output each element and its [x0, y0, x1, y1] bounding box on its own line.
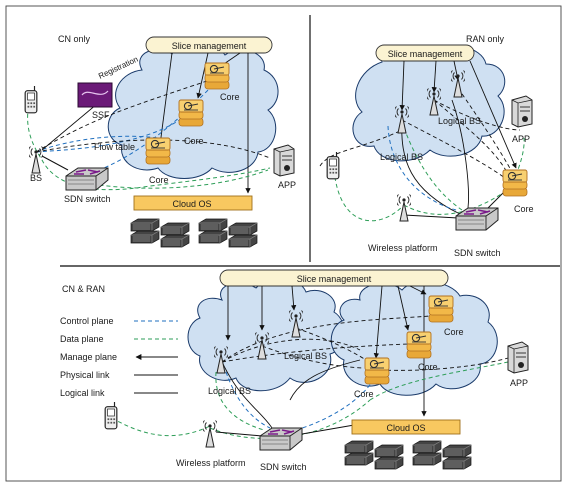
core-icon [145, 137, 171, 165]
core-label: Core [354, 389, 374, 399]
slice-management-label: Slice management [172, 41, 247, 51]
app-label: APP [278, 180, 296, 190]
panel-title: RAN only [466, 34, 505, 44]
logical-bs-label: Logical BS [208, 386, 251, 396]
core-icon [502, 169, 528, 197]
legend-manage-plane-label: Manage plane [60, 352, 117, 362]
app-server-icon [507, 341, 529, 374]
phone-icon [326, 152, 340, 180]
app-server-icon [511, 95, 533, 128]
panel-title: CN & RAN [62, 284, 105, 294]
core-label: Core [444, 327, 464, 337]
sdn-switch-label: SDN switch [64, 194, 111, 204]
core-label: Core [184, 136, 204, 146]
core-icon [406, 331, 432, 359]
cloud-os-bar [351, 419, 461, 435]
core-label: Core [514, 204, 534, 214]
panel-ran-only: Slice management Logical BS Logical BS A… [319, 34, 534, 258]
logical-bs-label: Logical BS [284, 351, 327, 361]
sdn-switch-label: SDN switch [454, 248, 501, 258]
sdn-switch-icon [65, 167, 109, 191]
ssf-box [77, 82, 113, 108]
logical-bs-label: Logical BS [380, 152, 423, 162]
ssf-label: SSF [92, 110, 110, 120]
cloud-os-bar [133, 195, 253, 211]
core-label: Core [220, 92, 240, 102]
core-label: Core [418, 362, 438, 372]
wireless-platform-icon [397, 194, 411, 222]
sdn-switch-icon [259, 427, 303, 451]
core-label: Core [149, 175, 169, 185]
legend: Control plane Data plane Manage plane Ph… [60, 316, 178, 398]
core-icon [204, 62, 230, 90]
slice-management-box [375, 44, 475, 62]
panel-cn-only: Slice management Registration SSF Flow t… [24, 34, 296, 248]
slice-management-box [219, 269, 449, 287]
wireless-platform-label: Wireless platform [176, 458, 246, 468]
cloud-os-label: Cloud OS [172, 199, 211, 209]
base-station-icon [29, 146, 43, 174]
slice-management-label: Slice management [297, 274, 372, 284]
wireless-platform-label: Wireless platform [368, 243, 438, 253]
cloud-ran-only [352, 45, 506, 162]
flow-table-label: Flow table [94, 142, 135, 152]
bs-label: BS [30, 173, 42, 183]
legend-logical-link-label: Logical link [60, 388, 105, 398]
server-rack-group [130, 218, 258, 248]
server-rack-group [344, 440, 472, 470]
core-icon [178, 99, 204, 127]
slice-management-label: Slice management [388, 49, 463, 59]
app-label: APP [512, 134, 530, 144]
sdn-switch-icon [455, 207, 499, 231]
logical-bs-label: Logical BS [438, 116, 481, 126]
app-label: APP [510, 378, 528, 388]
figure-frame [5, 5, 562, 482]
phone-icon [24, 86, 38, 114]
core-icon [428, 295, 454, 323]
panel-cn-ran: Slice management Logical BS Logical BS [62, 269, 529, 472]
wireless-platform-icon [203, 420, 217, 448]
legend-data-plane-label: Data plane [60, 334, 104, 344]
cloud-os-label: Cloud OS [386, 423, 425, 433]
manage-arrow [196, 52, 209, 99]
phone-icon [104, 402, 118, 430]
slice-management-box [145, 36, 273, 54]
app-server-icon [273, 144, 295, 177]
legend-physical-link-label: Physical link [60, 370, 110, 380]
sdn-switch-label: SDN switch [260, 462, 307, 472]
legend-control-plane-label: Control plane [60, 316, 114, 326]
panel-title: CN only [58, 34, 91, 44]
core-icon [364, 357, 390, 385]
